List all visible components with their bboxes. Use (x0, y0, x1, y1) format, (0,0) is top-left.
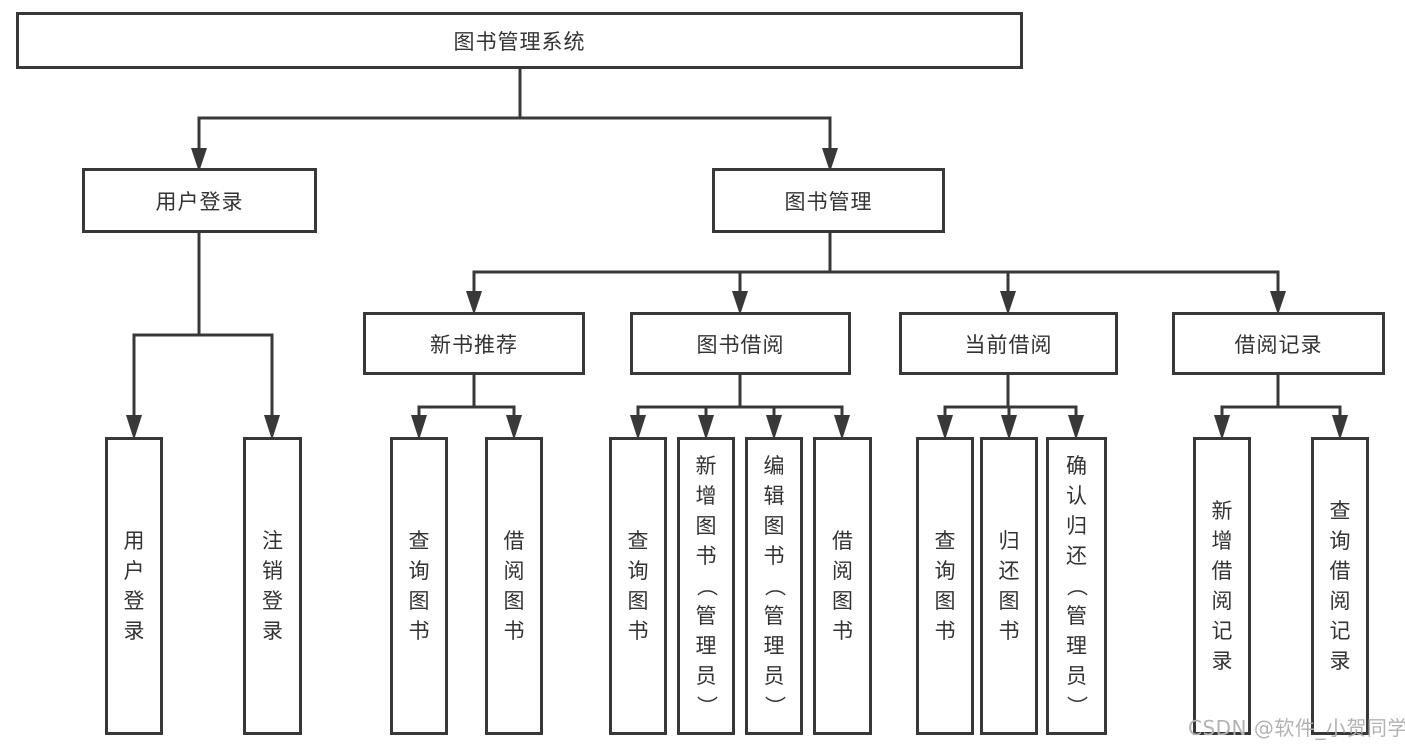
node-book-borrow: 图书借阅 (630, 312, 851, 375)
node-borrow-records: 借阅记录 (1172, 312, 1385, 375)
node-book-management: 图书管理 (712, 168, 945, 233)
leaf-add-books-admin: 新增图书（管理员） (677, 437, 735, 735)
leaf-user-login: 用户登录 (105, 437, 163, 735)
leaf-query-books-current: 查询图书 (916, 437, 974, 735)
leaf-add-borrow-record: 新增借阅记录 (1193, 437, 1251, 735)
watermark: CSDN @软件_小贺同学 (1188, 716, 1405, 740)
leaf-query-books-recommend: 查询图书 (390, 437, 448, 735)
leaf-return-books: 归还图书 (980, 437, 1038, 735)
leaf-query-books-borrow: 查询图书 (609, 437, 667, 735)
node-current-borrow: 当前借阅 (899, 312, 1118, 375)
node-user-login: 用户登录 (82, 168, 317, 233)
leaf-borrow-books-borrow: 借阅图书 (813, 437, 872, 735)
leaf-borrow-books-recommend: 借阅图书 (485, 437, 543, 735)
leaf-logout: 注销登录 (243, 437, 302, 735)
node-root: 图书管理系统 (16, 12, 1023, 69)
leaf-query-borrow-record: 查询借阅记录 (1311, 437, 1369, 735)
leaf-edit-books-admin: 编辑图书（管理员） (745, 437, 803, 735)
node-new-book-recommend: 新书推荐 (363, 312, 585, 375)
leaf-confirm-return-admin: 确认归还（管理员） (1046, 437, 1107, 735)
